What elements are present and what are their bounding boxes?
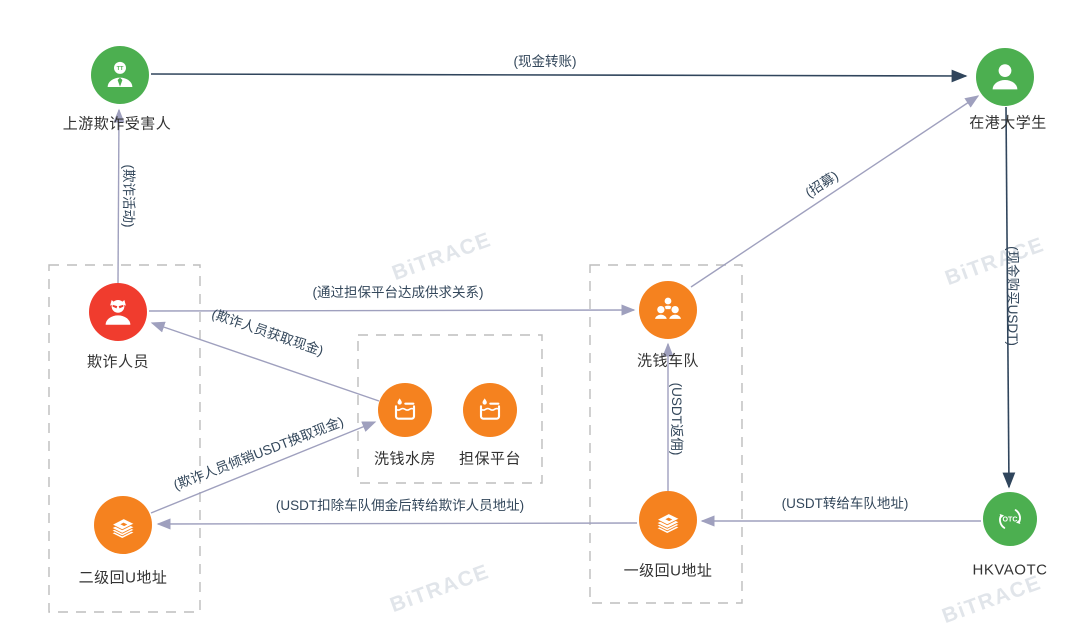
otc-icon: OTC: [999, 509, 1021, 529]
node-hk-student: [976, 48, 1034, 106]
edge-label-usdt-rebate: (USDT返佣): [669, 382, 684, 456]
water-tank-icon: [479, 398, 501, 420]
node-label-fraudster: 欺诈人员: [86, 353, 150, 371]
cash-stack-icon: [111, 518, 135, 539]
fleet-group-box: [589, 264, 743, 604]
edge-label-fraud-activity: (欺诈活动): [121, 164, 136, 228]
edge-label-usdt-minus-commission: (USDT扣除车队佣金后转给欺诈人员地址): [275, 498, 525, 513]
edge-cash-buy-usdt: [1002, 106, 1016, 489]
masked-fraudster-icon: [105, 300, 131, 325]
edge-usdt-minus-commission: [156, 518, 638, 530]
edge-fraud-activity: [113, 108, 125, 284]
node-label-secondary-u-address: 二级回U地址: [78, 569, 168, 587]
node-label-hkvaotc: HKVAOTC: [972, 561, 1048, 579]
water-tank-icon: [394, 398, 416, 420]
node-label-primary-u-address: 一级回U地址: [623, 562, 713, 580]
node-laundering-waterhouse: [378, 383, 432, 437]
edge-label-cash-buy-usdt: (现金购买USDT): [1005, 246, 1020, 346]
node-fraudster: [89, 283, 147, 341]
node-label-upstream-victim: 上游欺诈受害人: [62, 115, 172, 133]
node-label-guarantee-platform: 担保平台: [458, 450, 522, 468]
node-label-hk-student: 在港大学生: [969, 114, 1047, 132]
cash-stack-icon: [656, 513, 680, 534]
node-upstream-victim: TT: [91, 46, 149, 104]
node-hkvaotc: OTC: [983, 492, 1037, 546]
node-guarantee-platform: [463, 383, 517, 437]
node-label-laundering-waterhouse: 洗钱水房: [373, 450, 437, 468]
edge-label-supply-demand: (通过担保平台达成供求关系): [312, 285, 484, 300]
node-label-laundering-fleet: 洗钱车队: [636, 352, 700, 370]
businessman-icon-text: TT: [117, 66, 124, 72]
node-secondary-u-address: [94, 496, 152, 554]
node-laundering-fleet: [639, 281, 697, 339]
edge-dump-usdt-for-cash: [150, 421, 377, 514]
fraudster-group-box: [48, 264, 201, 613]
edge-label-usdt-to-fleet-address: (USDT转给车队地址): [781, 496, 909, 511]
node-primary-u-address: [639, 491, 697, 549]
edge-cash-transfer: [150, 69, 968, 83]
businessman-icon: TT: [107, 61, 133, 87]
people-group-icon: [653, 296, 683, 320]
otc-icon-text: OTC: [1003, 515, 1018, 523]
edge-recruit: [690, 95, 980, 288]
platform-group-box: [357, 334, 543, 484]
edge-label-cash-transfer: (现金转账): [513, 54, 577, 69]
edge-fraudster-gets-cash: [150, 321, 380, 402]
edge-supply-demand: [148, 304, 636, 316]
person-icon: [992, 64, 1018, 90]
